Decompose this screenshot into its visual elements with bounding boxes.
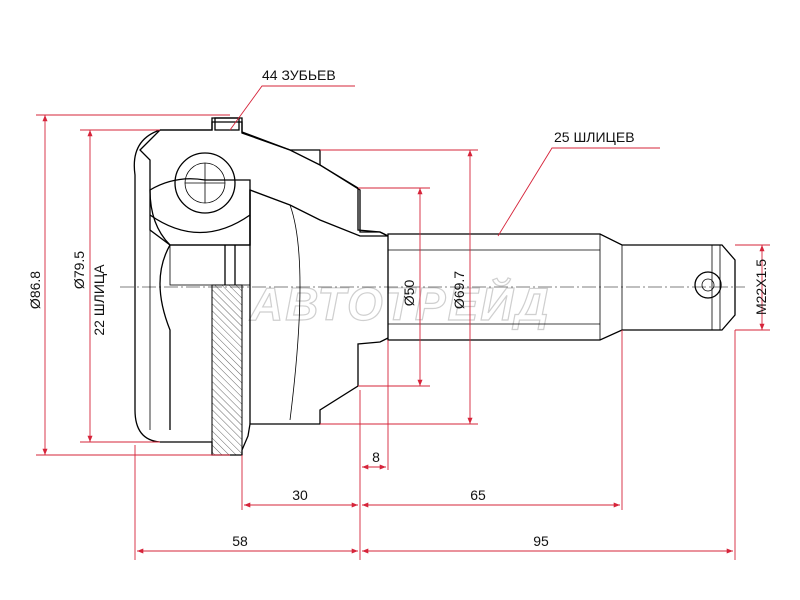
label-splines-inner: 22 ШЛИЦА: [91, 264, 107, 336]
label-splines-outer: 25 ШЛИЦЕВ: [554, 129, 635, 145]
label-d-seal: Ø50: [401, 280, 417, 307]
top-tooth: [214, 117, 240, 131]
shaft: [387, 233, 736, 341]
label-teeth: 44 ЗУБЬЕВ: [262, 67, 336, 83]
label-len-95: 95: [533, 533, 549, 549]
label-len-8: 8: [372, 449, 380, 465]
label-d-bell: Ø79.5: [71, 251, 87, 289]
abs-ring: [211, 284, 243, 456]
label-len-30: 30: [292, 487, 308, 503]
label-len-65: 65: [470, 487, 486, 503]
dimensions: [36, 85, 770, 560]
label-d-shaft: Ø69.7: [451, 271, 467, 309]
cotter-hole: [694, 271, 722, 299]
watermark-text: АВТОТРЕЙД: [249, 278, 551, 330]
ball-cage: [149, 152, 251, 286]
label-len-58: 58: [232, 533, 248, 549]
label-thread: M22X1.5: [753, 259, 769, 315]
label-d-outer: Ø86.8: [27, 271, 43, 309]
